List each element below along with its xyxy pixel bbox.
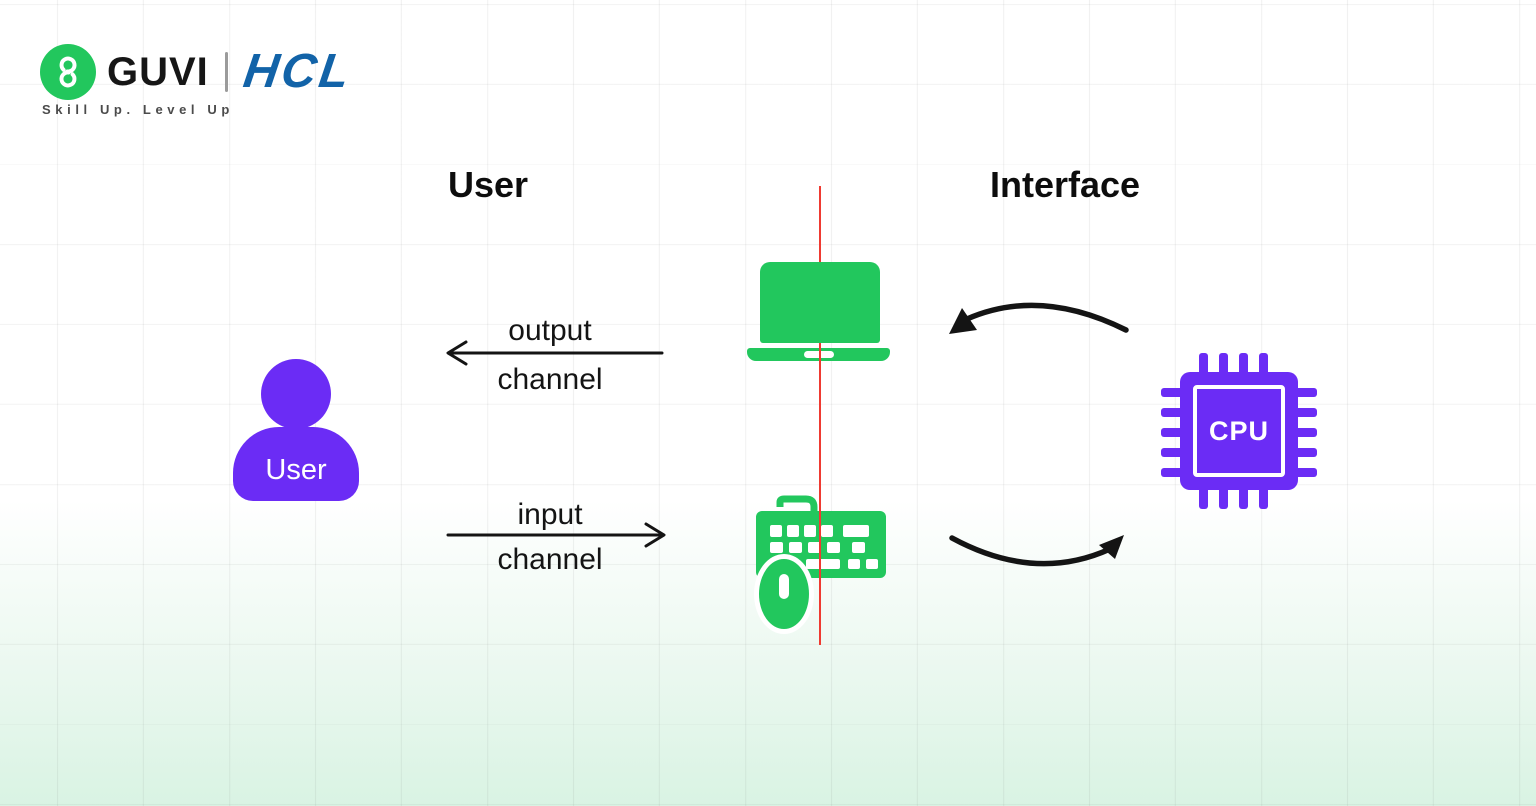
curved-arrow-bottom-head	[1099, 535, 1124, 559]
cpu-pin	[1293, 428, 1317, 437]
person-label: User	[265, 453, 327, 486]
cpu-pin	[1199, 485, 1208, 509]
laptop-icon	[760, 262, 880, 343]
cpu-pin	[1219, 353, 1228, 377]
cpu-pin	[1161, 468, 1185, 477]
cpu-pin	[1199, 353, 1208, 377]
curved-arrow-top-head	[949, 308, 977, 334]
divider-line	[819, 186, 821, 645]
guvi-wordmark: GUVI	[107, 49, 209, 94]
keyboard-key	[808, 542, 821, 553]
keyboard-key	[789, 542, 802, 553]
logo: GUVI HCL	[40, 44, 356, 100]
cpu-pin	[1161, 388, 1185, 397]
mouse-wheel	[779, 574, 789, 599]
curved-arrow-bottom	[949, 535, 1113, 567]
keyboard-key	[804, 525, 816, 537]
input-channel-label-line1: input	[517, 498, 583, 531]
keyboard-spacebar	[806, 559, 840, 569]
logo-divider	[224, 52, 228, 92]
keyboard-key	[787, 525, 799, 537]
cpu-pin	[1161, 448, 1185, 457]
cpu-pin	[1219, 485, 1228, 509]
cpu-pin	[1239, 485, 1248, 509]
cpu-pin	[1293, 468, 1317, 477]
mouse-icon	[754, 554, 814, 634]
keyboard-key	[852, 542, 865, 553]
logo-tagline: Skill Up. Level Up	[42, 102, 234, 117]
cpu-inner-frame: CPU	[1193, 385, 1285, 477]
keyboard-cable	[776, 495, 818, 512]
curved-arrow-top	[964, 302, 1129, 333]
keyboard-key	[770, 542, 783, 553]
keyboard-key	[770, 525, 782, 537]
cpu-label: CPU	[1208, 415, 1269, 446]
heading-interface: Interface	[990, 164, 1141, 205]
input-channel-label-line2: channel	[497, 543, 603, 576]
cpu-pin	[1293, 408, 1317, 417]
cpu-pin	[1161, 428, 1185, 437]
cpu-pin	[1259, 353, 1268, 377]
output-channel-label-line1: output	[508, 314, 592, 347]
cpu-pin	[1259, 485, 1268, 509]
guvi-g-glyph	[59, 56, 77, 88]
keyboard-key	[843, 525, 869, 537]
keyboard-key	[866, 559, 878, 569]
guvi-logo-icon	[40, 44, 96, 100]
person-body: User	[233, 427, 359, 501]
cpu-pin	[1293, 388, 1317, 397]
cpu-pin	[1293, 448, 1317, 457]
cpu-pin	[1161, 408, 1185, 417]
cpu-pin	[1239, 353, 1248, 377]
hcl-wordmark: HCL	[240, 45, 356, 98]
output-channel-label-line2: channel	[497, 363, 603, 396]
keyboard-key	[821, 525, 833, 537]
person-head	[261, 359, 331, 429]
heading-user: User	[448, 164, 529, 205]
keyboard-key	[848, 559, 860, 569]
cpu-body: CPU	[1180, 372, 1298, 490]
keyboard-key	[827, 542, 840, 553]
